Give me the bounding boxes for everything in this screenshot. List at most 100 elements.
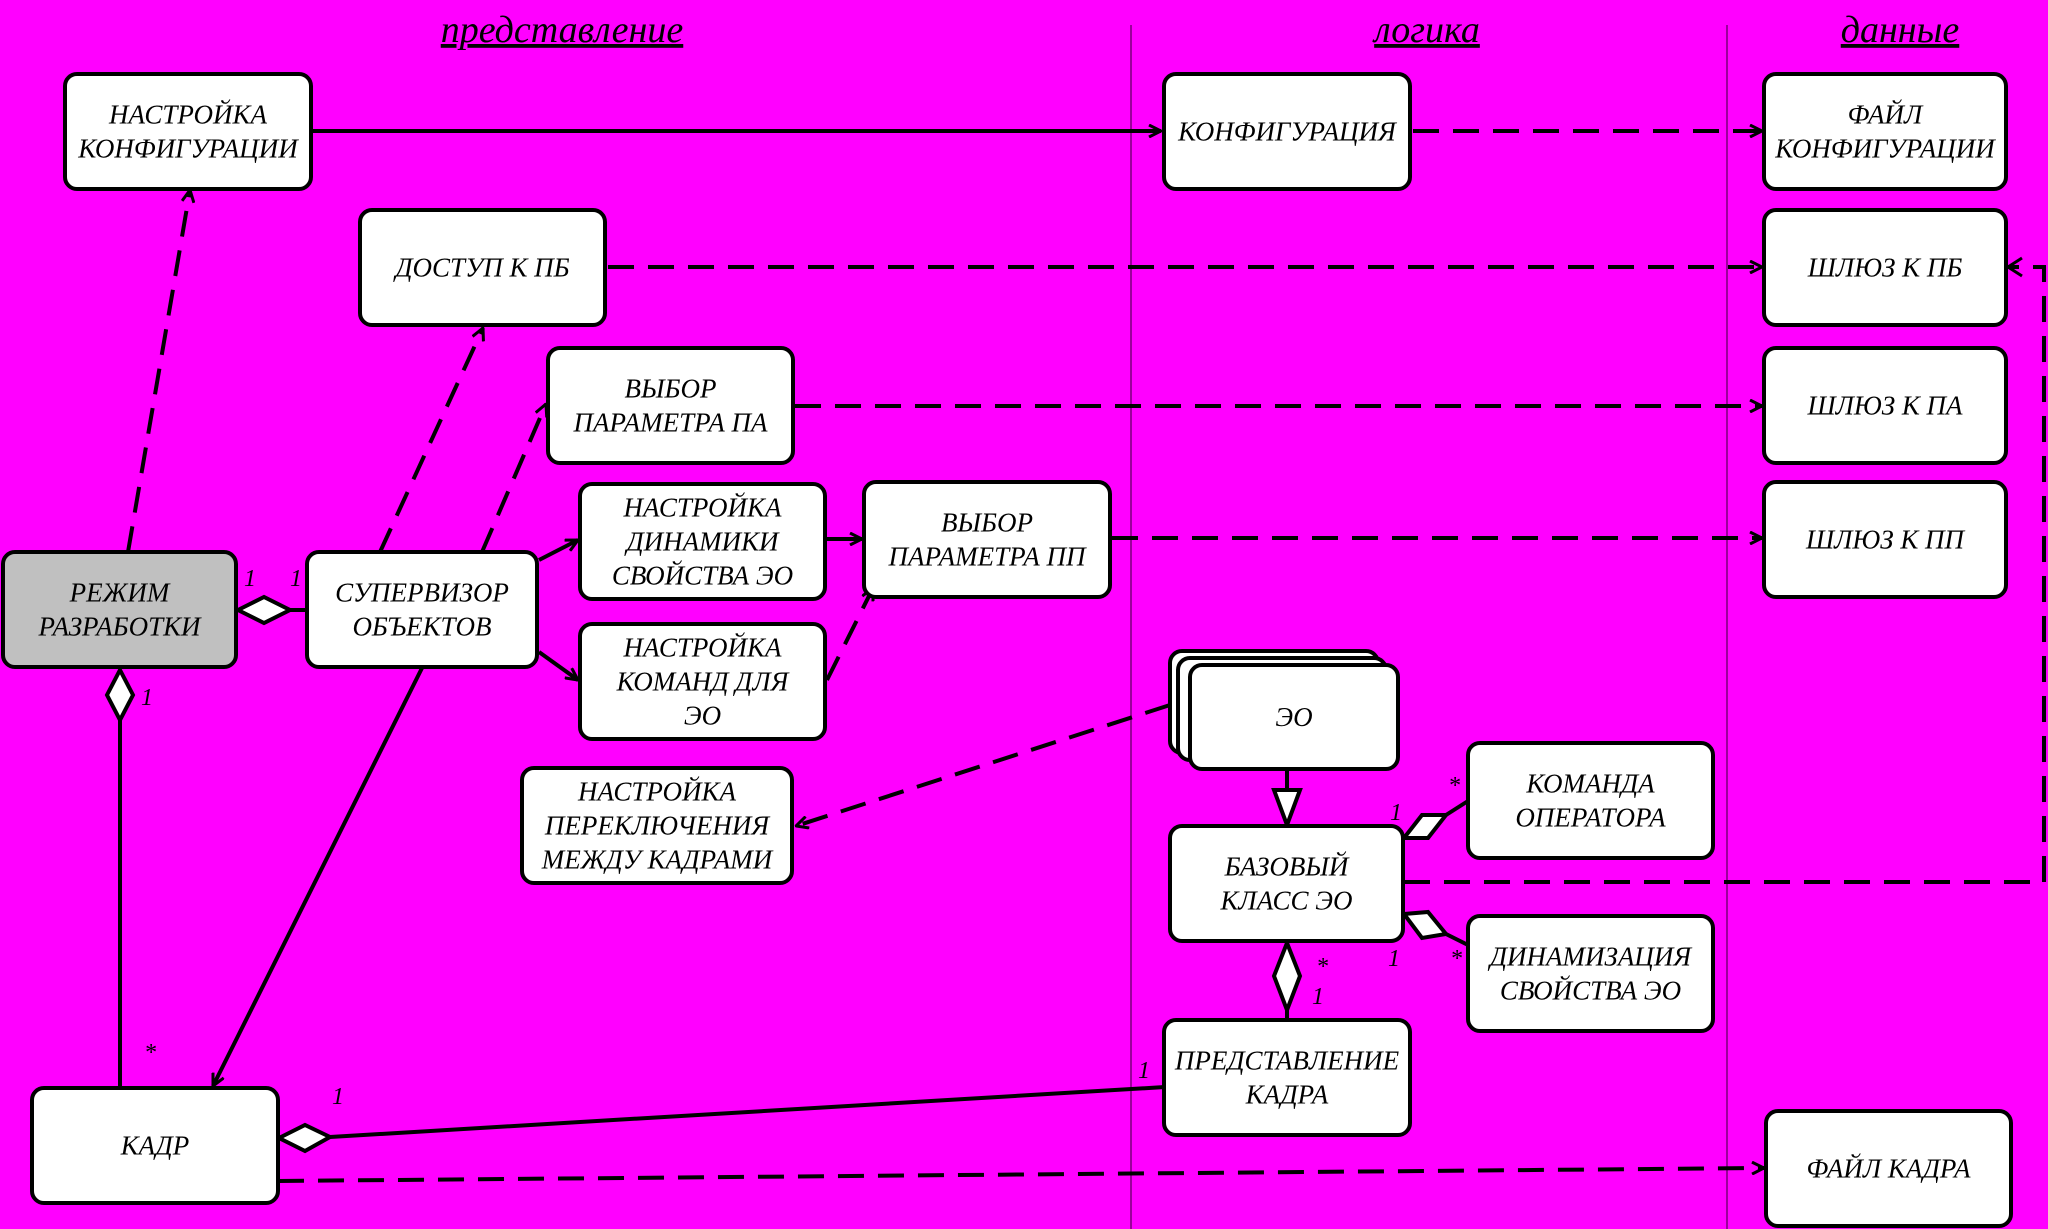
header-presentation: представление bbox=[441, 9, 684, 51]
edge-supervisor-frame bbox=[211, 667, 424, 1086]
node-pa-param-select: ВЫБОР ПАРАМЕТРА ПА bbox=[546, 346, 795, 465]
mult-baseclass-representation: * bbox=[1316, 954, 1328, 980]
node-eo-commands-setup: НАСТРОЙКА КОМАНД ДЛЯ ЭО bbox=[578, 622, 827, 741]
node-label-frame-switch-setup-line-1: НАСТРОЙКА bbox=[577, 776, 736, 807]
node-label-eo-property-dynamization-line-2: СВОЙСТВА ЭО bbox=[1500, 975, 1681, 1006]
node-box-config-setup bbox=[63, 72, 313, 191]
node-box-frame bbox=[30, 1086, 280, 1205]
node-label-eo-dynamics-setup-line-2: ДИНАМИКИ bbox=[623, 527, 780, 557]
node-label-eo-base-class-line-1: БАЗОВЫЙ bbox=[1224, 851, 1350, 882]
mult-base-operator-1: 1 bbox=[1390, 800, 1402, 826]
aggregation-diamond-baseclass-operatorcommand bbox=[1399, 813, 1451, 840]
node-label-config-setup-line-2: КОНФИГУРАЦИИ bbox=[77, 134, 299, 164]
header-data: данные bbox=[1841, 9, 1960, 51]
node-label-object-supervisor-line-1: СУПЕРВИЗОР bbox=[335, 578, 509, 608]
mult-frame-representation-base: 1 bbox=[1312, 984, 1324, 1010]
node-box-config-file bbox=[1762, 72, 2008, 191]
mult-devmode-supervisor-left: 1 bbox=[244, 566, 256, 592]
edge-baseclass-dynamization bbox=[1445, 932, 1469, 947]
aggregation-diamond-devmode-frame bbox=[104, 665, 136, 725]
node-box-dev-mode bbox=[1, 550, 238, 669]
node-label-pp-gateway-line-1: ШЛЮЗ К ПП bbox=[1805, 525, 1966, 555]
aggregation-diamond-frame-framerepresentation bbox=[274, 1122, 335, 1154]
node-dev-mode: РЕЖИМ РАЗРАБОТКИ bbox=[1, 550, 238, 669]
node-label-frame-switch-setup-line-2: ПЕРЕКЛЮЧЕНИЯ bbox=[544, 811, 770, 841]
node-box-eo bbox=[1188, 663, 1400, 771]
node-label-config-file-line-1: ФАЙЛ bbox=[1848, 99, 1924, 130]
edge-eocommands-ppparam bbox=[825, 588, 875, 681]
node-box-eo-property-dynamization bbox=[1466, 914, 1715, 1033]
node-label-eo-commands-setup-line-3: ЭО bbox=[684, 701, 721, 731]
node-config-file: ФАЙЛ КОНФИГУРАЦИИ bbox=[1762, 72, 2008, 191]
node-label-operator-command-line-1: КОМАНДА bbox=[1525, 769, 1655, 799]
aggregation-diamond-baseclass-framerepresentation bbox=[1271, 937, 1303, 1016]
edge-supervisor-paparam bbox=[480, 404, 546, 553]
mult-frame-representation-left: 1 bbox=[1138, 1058, 1150, 1084]
mult-base-dynamization-1: 1 bbox=[1388, 946, 1400, 972]
node-operator-command: КОМАНДА ОПЕРАТОРА bbox=[1466, 741, 1715, 860]
node-box-frame-switch-setup bbox=[520, 766, 794, 885]
node-label-pp-param-select-line-2: ПАРАМЕТРА ПП bbox=[888, 542, 1087, 572]
node-box-pa-param-select bbox=[546, 346, 795, 465]
node-pb-gateway: ШЛЮЗ К ПБ bbox=[1762, 208, 2008, 327]
node-label-dev-mode-line-1: РЕЖИМ bbox=[69, 578, 171, 608]
node-object-supervisor: СУПЕРВИЗОР ОБЪЕКТОВ bbox=[305, 550, 539, 669]
node-label-frame-file-line-1: ФАЙЛ КАДРА bbox=[1807, 1153, 1971, 1184]
node-label-operator-command-line-2: ОПЕРАТОРА bbox=[1515, 803, 1666, 833]
node-label-configuration-line-1: КОНФИГУРАЦИЯ bbox=[1177, 117, 1397, 147]
mult-devmode-supervisor-right: 1 bbox=[290, 566, 302, 592]
node-label-eo-property-dynamization-line-1: ДИНАМИЗАЦИЯ bbox=[1487, 942, 1693, 972]
node-box-eo-commands-setup bbox=[578, 622, 827, 741]
node-box-pp-param-select bbox=[862, 480, 1112, 599]
edge-supervisor-pbaccess bbox=[378, 328, 483, 553]
aggregation-diamond-baseclass-dynamization bbox=[1400, 909, 1450, 941]
node-box-frame-representation bbox=[1162, 1018, 1412, 1137]
node-pa-gateway: ШЛЮЗ К ПА bbox=[1762, 346, 2008, 465]
node-label-eo-dynamics-setup-line-3: СВОЙСТВА ЭО bbox=[612, 560, 793, 591]
node-box-object-supervisor bbox=[305, 550, 539, 669]
node-label-object-supervisor-line-2: ОБЪЕКТОВ bbox=[352, 612, 491, 642]
edge-baseclass-pbgateway bbox=[1404, 265, 2046, 884]
node-label-pa-param-select-line-2: ПАРАМЕТРА ПА bbox=[573, 408, 768, 438]
mult-frame-representation-frame: 1 bbox=[332, 1084, 344, 1110]
node-label-pp-param-select-line-1: ВЫБОР bbox=[941, 508, 1033, 538]
node-eo-base-class: БАЗОВЫЙ КЛАСС ЭО bbox=[1168, 824, 1405, 943]
node-label-eo-commands-setup-line-1: НАСТРОЙКА bbox=[623, 632, 782, 663]
edge-frame-framefile bbox=[277, 1168, 1764, 1183]
node-label-dev-mode-line-2: РАЗРАБОТКИ bbox=[37, 612, 202, 642]
node-label-pa-gateway-line-1: ШЛЮЗ К ПА bbox=[1806, 391, 1963, 421]
node-label-pb-gateway-line-1: ШЛЮЗ К ПБ bbox=[1807, 253, 1963, 283]
mult-devmode-frame-top: 1 bbox=[141, 685, 153, 711]
node-box-pa-gateway bbox=[1762, 346, 2008, 465]
header-logic: логика bbox=[1372, 9, 1480, 51]
node-box-configuration bbox=[1162, 72, 1412, 191]
generalization-triangle-eo-baseclass bbox=[1271, 788, 1303, 831]
node-pp-gateway: ШЛЮЗ К ПП bbox=[1762, 480, 2008, 599]
node-label-pa-param-select-line-1: ВЫБОР bbox=[625, 374, 717, 404]
mult-base-operator-many: * bbox=[1448, 773, 1460, 799]
node-box-pb-gateway bbox=[1762, 208, 2008, 327]
node-box-eo-base-class bbox=[1168, 824, 1405, 943]
node-pb-access: ДОСТУП К ПБ bbox=[358, 208, 607, 327]
edge-supervisor-eocommands bbox=[537, 650, 578, 680]
node-frame-file: ФАЙЛ КАДРА bbox=[1764, 1109, 2013, 1228]
node-label-eo-base-class-line-2: КЛАСС ЭО bbox=[1220, 886, 1353, 916]
node-label-eo-line-1: ЭО bbox=[1275, 702, 1312, 732]
mult-base-dynamization-many: * bbox=[1450, 946, 1462, 972]
node-configuration: КОНФИГУРАЦИЯ bbox=[1162, 72, 1412, 191]
node-label-config-file-line-2: КОНФИГУРАЦИИ bbox=[1774, 134, 1996, 164]
node-label-eo-dynamics-setup-line-1: НАСТРОЙКА bbox=[623, 492, 782, 523]
edge-eo-frameswitch bbox=[796, 703, 1171, 826]
node-box-operator-command bbox=[1466, 741, 1715, 860]
edge-devmode-configsetup bbox=[126, 190, 190, 553]
edge-supervisor-eodynamics bbox=[538, 538, 578, 562]
node-label-eo-commands-setup-line-2: КОМАНД ДЛЯ bbox=[616, 667, 790, 697]
node-label-config-setup-line-1: НАСТРОЙКА bbox=[108, 99, 267, 130]
node-label-frame-line-1: КАДР bbox=[120, 1131, 189, 1161]
node-config-setup: НАСТРОЙКА КОНФИГУРАЦИИ bbox=[63, 72, 313, 191]
node-pp-param-select: ВЫБОР ПАРАМЕТРА ПП bbox=[862, 480, 1112, 599]
